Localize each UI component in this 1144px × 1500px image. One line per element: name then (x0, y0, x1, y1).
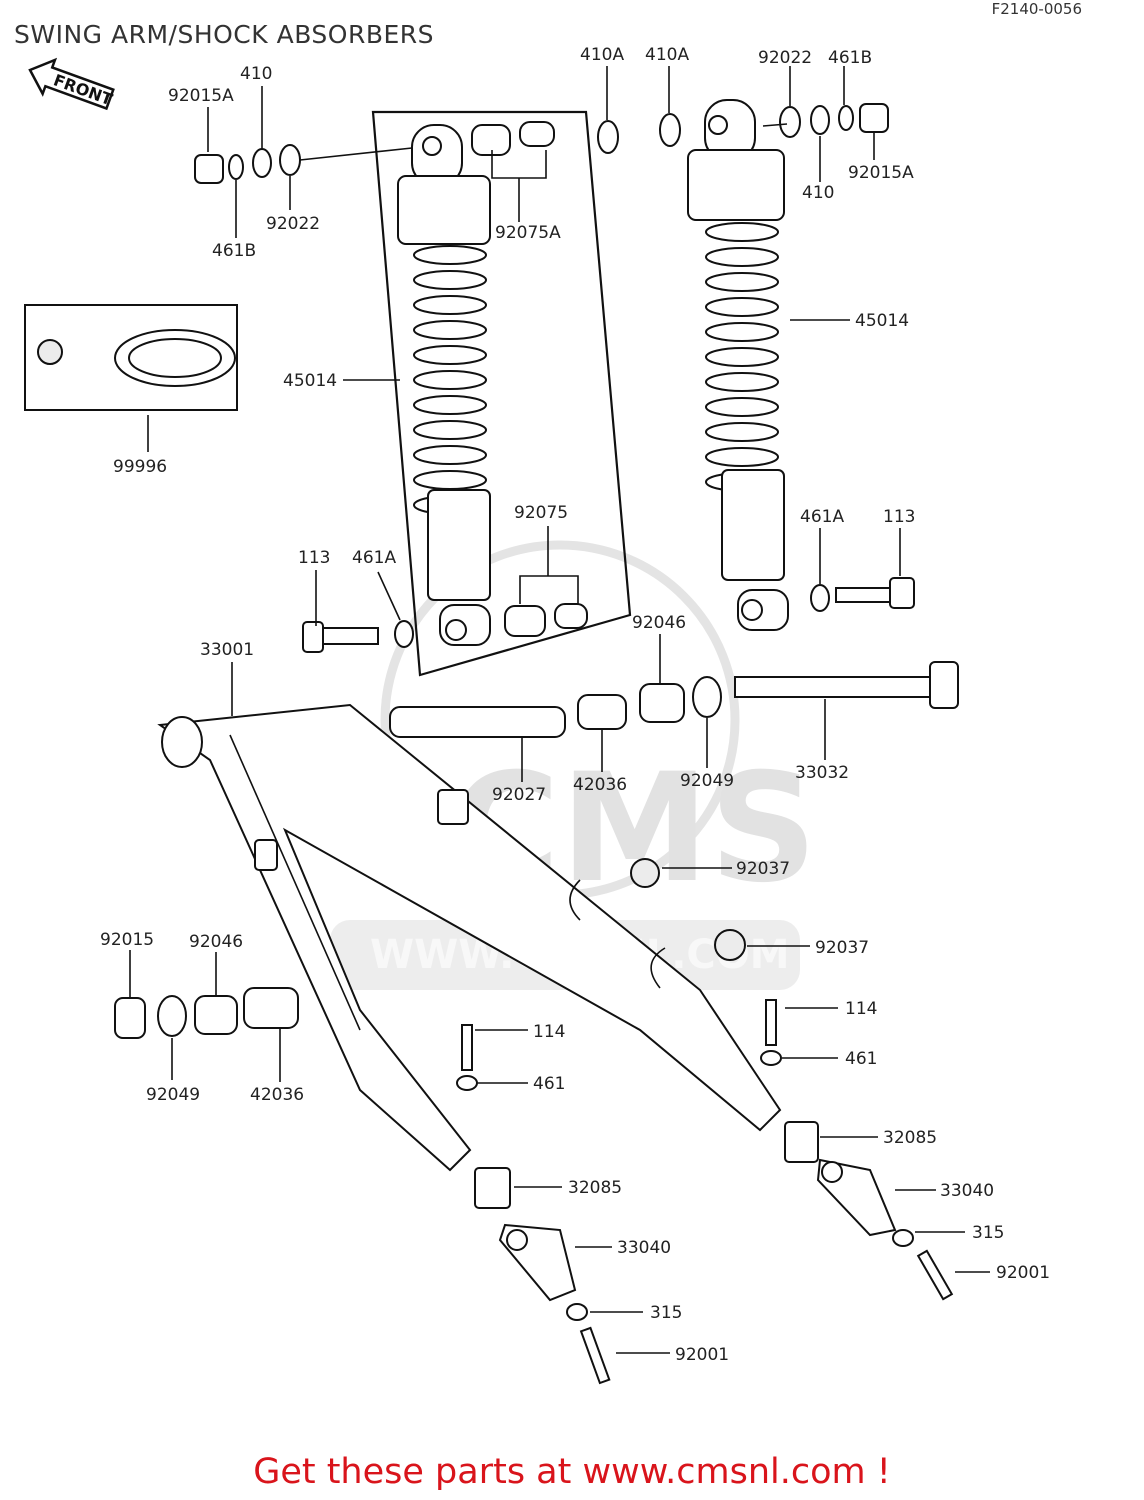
part-label: 92027 (492, 785, 546, 805)
front-arrow-icon: FRONT (28, 57, 115, 111)
part-label: 92037 (736, 859, 790, 879)
part-label: 92015A (168, 86, 234, 106)
part-label: 113 (298, 548, 330, 568)
figure-code: F2140-0056 (991, 0, 1082, 18)
right-shock-absorber (687, 99, 789, 631)
part-label: 33001 (200, 640, 254, 660)
grease-kit-inset (24, 304, 238, 452)
part-label: 461B (212, 241, 256, 261)
part-labels: 92015A 410 461B 92022 410A 410A 92022 46… (100, 45, 1050, 1365)
part-label: 33040 (940, 1181, 994, 1201)
promo-banner[interactable]: Get these parts at www.cmsnl.com ! (253, 1452, 891, 1492)
part-label: 92022 (266, 214, 320, 234)
part-label: 461A (800, 507, 844, 527)
part-label: 33040 (617, 1238, 671, 1258)
part-label: 92046 (632, 613, 686, 633)
part-label: 32085 (568, 1178, 622, 1198)
part-label: 114 (533, 1022, 565, 1042)
part-label: 113 (883, 507, 915, 527)
page-title: SWING ARM/SHOCK ABSORBERS (14, 20, 435, 49)
part-label: 315 (650, 1303, 682, 1323)
leader-lines (129, 66, 990, 1354)
chain-adjusters (456, 999, 954, 1385)
left-shock-absorber (397, 124, 491, 646)
part-label: 461A (352, 548, 396, 568)
part-label: 99996 (113, 457, 167, 477)
part-label: 92075 (514, 503, 568, 523)
part-label: 92015 (100, 930, 154, 950)
part-label: 42036 (250, 1085, 304, 1105)
part-label: 461 (845, 1049, 877, 1069)
part-label: 92049 (146, 1085, 200, 1105)
part-label: 92046 (189, 932, 243, 952)
part-label: 114 (845, 999, 877, 1019)
part-label: 33032 (795, 763, 849, 783)
part-label: 92075A (495, 223, 561, 243)
pivot-parts (114, 661, 959, 1039)
top-mount-hardware (194, 103, 889, 184)
part-label: 410 (802, 183, 834, 203)
part-label: 92001 (996, 1263, 1050, 1283)
part-label: 92015A (848, 163, 914, 183)
front-label: FRONT (51, 70, 115, 109)
part-label: 42036 (573, 775, 627, 795)
exploded-parts-diagram: CMS WWW.CMSNL.COM FRONT (24, 45, 1050, 1385)
part-label: 92037 (815, 938, 869, 958)
part-label: 45014 (283, 371, 337, 391)
part-label: 315 (972, 1223, 1004, 1243)
part-label: 410A (645, 45, 689, 65)
part-label: 410A (580, 45, 624, 65)
left-shock-frame (371, 110, 632, 677)
part-label: 45014 (855, 311, 909, 331)
part-label: 92001 (675, 1345, 729, 1365)
part-label: 32085 (883, 1128, 937, 1148)
part-label: 92022 (758, 48, 812, 68)
bottom-mount-hardware (302, 577, 915, 653)
part-label: 92049 (680, 771, 734, 791)
part-label: 461B (828, 48, 872, 68)
swing-arm (157, 703, 782, 1172)
part-label: 410 (240, 64, 272, 84)
part-label: 461 (533, 1074, 565, 1094)
